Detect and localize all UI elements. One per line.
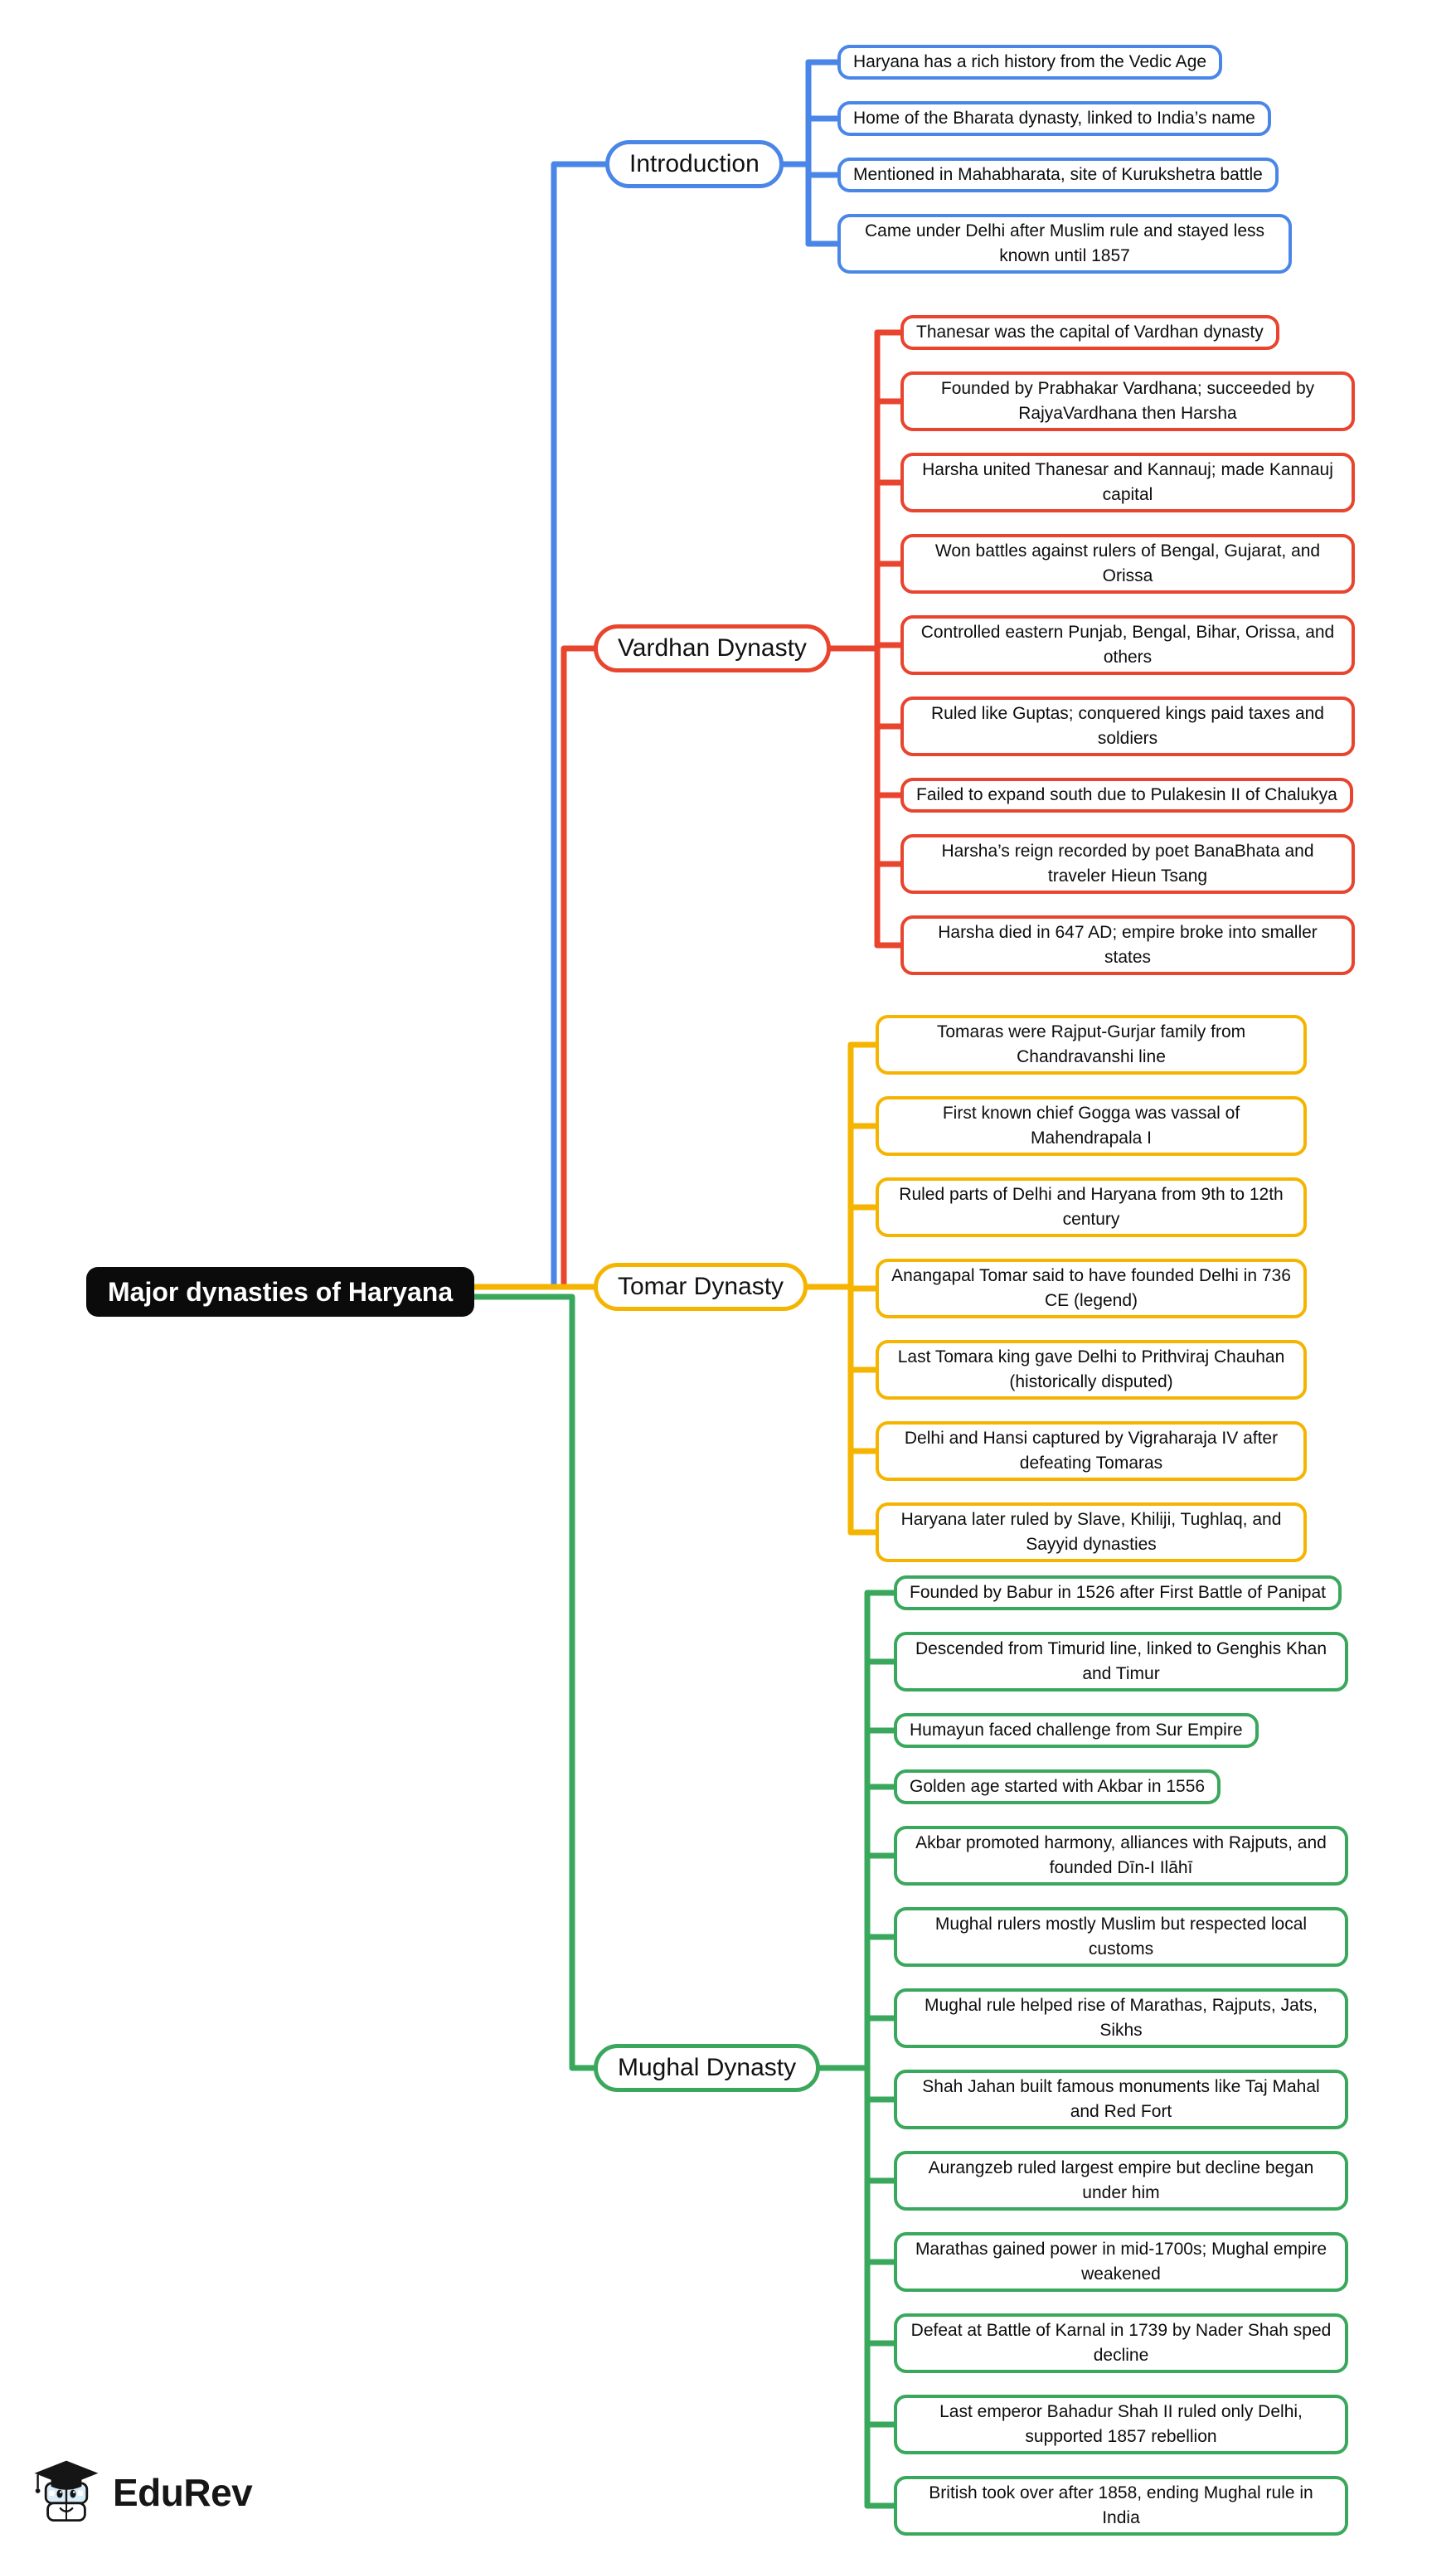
leaf-node: Haryana later ruled by Slave, Khiliji, T… <box>876 1502 1307 1562</box>
leaf-node: Thanesar was the capital of Vardhan dyna… <box>900 315 1279 350</box>
root-node: Major dynasties of Haryana <box>86 1267 475 1317</box>
leaf-node: Aurangzeb ruled largest empire but decli… <box>894 2151 1348 2211</box>
leaf-node: Humayun faced challenge from Sur Empire <box>894 1713 1259 1748</box>
branch-leaves-mughal-dynasty: Founded by Babur in 1526 after First Bat… <box>894 1575 1348 2536</box>
leaf-node: Ruled parts of Delhi and Haryana from 9t… <box>876 1177 1307 1237</box>
leaf-node: Anangapal Tomar said to have founded Del… <box>876 1259 1307 1318</box>
branch-node-introduction: Introduction <box>605 140 784 188</box>
leaf-node: Haryana has a rich history from the Vedi… <box>837 45 1223 80</box>
branch-node-mughal-dynasty: Mughal Dynasty <box>594 2044 821 2092</box>
leaf-node: Mughal rule helped rise of Marathas, Raj… <box>894 1988 1348 2048</box>
leaf-node: Founded by Babur in 1526 after First Bat… <box>894 1575 1342 1610</box>
leaf-node: Controlled eastern Punjab, Bengal, Bihar… <box>900 615 1355 675</box>
leaf-node: Harsha united Thanesar and Kannauj; made… <box>900 453 1355 512</box>
edurev-logo: EduRev <box>30 2459 253 2526</box>
leaf-node: Shah Jahan built famous monuments like T… <box>894 2070 1348 2129</box>
leaf-node: Mughal rulers mostly Muslim but respecte… <box>894 1907 1348 1967</box>
leaf-node: Golden age started with Akbar in 1556 <box>894 1769 1221 1804</box>
branch-leaves-vardhan-dynasty: Thanesar was the capital of Vardhan dyna… <box>900 315 1355 975</box>
graduation-cap-mascot-icon <box>34 2460 99 2522</box>
leaf-node: Ruled like Guptas; conquered kings paid … <box>900 697 1355 756</box>
leaf-node: British took over after 1858, ending Mug… <box>894 2476 1348 2536</box>
leaf-node: Tomaras were Rajput-Gurjar family from C… <box>876 1015 1307 1075</box>
leaf-node: Akbar promoted harmony, alliances with R… <box>894 1826 1348 1886</box>
branch-node-vardhan-dynasty: Vardhan Dynasty <box>594 624 831 672</box>
leaf-node: Founded by Prabhakar Vardhana; succeeded… <box>900 371 1355 431</box>
branch-node-tomar-dynasty: Tomar Dynasty <box>594 1263 808 1311</box>
leaf-node: Failed to expand south due to Pulakesin … <box>900 778 1353 813</box>
leaf-node: Came under Delhi after Muslim rule and s… <box>837 214 1292 274</box>
leaf-node: Won battles against rulers of Bengal, Gu… <box>900 534 1355 594</box>
leaf-node: Descended from Timurid line, linked to G… <box>894 1632 1348 1692</box>
leaf-node: Last Tomara king gave Delhi to Prithvira… <box>876 1340 1307 1400</box>
leaf-node: Last emperor Bahadur Shah II ruled only … <box>894 2395 1348 2454</box>
edurev-logo-text: EduRev <box>113 2471 253 2514</box>
branch-leaves-introduction: Haryana has a rich history from the Vedi… <box>837 45 1292 274</box>
leaf-node: Harsha died in 647 AD; empire broke into… <box>900 915 1355 975</box>
leaf-node: Home of the Bharata dynasty, linked to I… <box>837 101 1271 136</box>
branch-leaves-tomar-dynasty: Tomaras were Rajput-Gurjar family from C… <box>876 1015 1307 1562</box>
leaf-node: Mentioned in Mahabharata, site of Kuruks… <box>837 158 1279 192</box>
leaf-node: Harsha’s reign recorded by poet BanaBhat… <box>900 834 1355 894</box>
leaf-node: Defeat at Battle of Karnal in 1739 by Na… <box>894 2313 1348 2373</box>
leaf-node: Delhi and Hansi captured by Vigraharaja … <box>876 1421 1307 1481</box>
leaf-node: Marathas gained power in mid-1700s; Mugh… <box>894 2232 1348 2292</box>
leaf-node: First known chief Gogga was vassal of Ma… <box>876 1096 1307 1156</box>
